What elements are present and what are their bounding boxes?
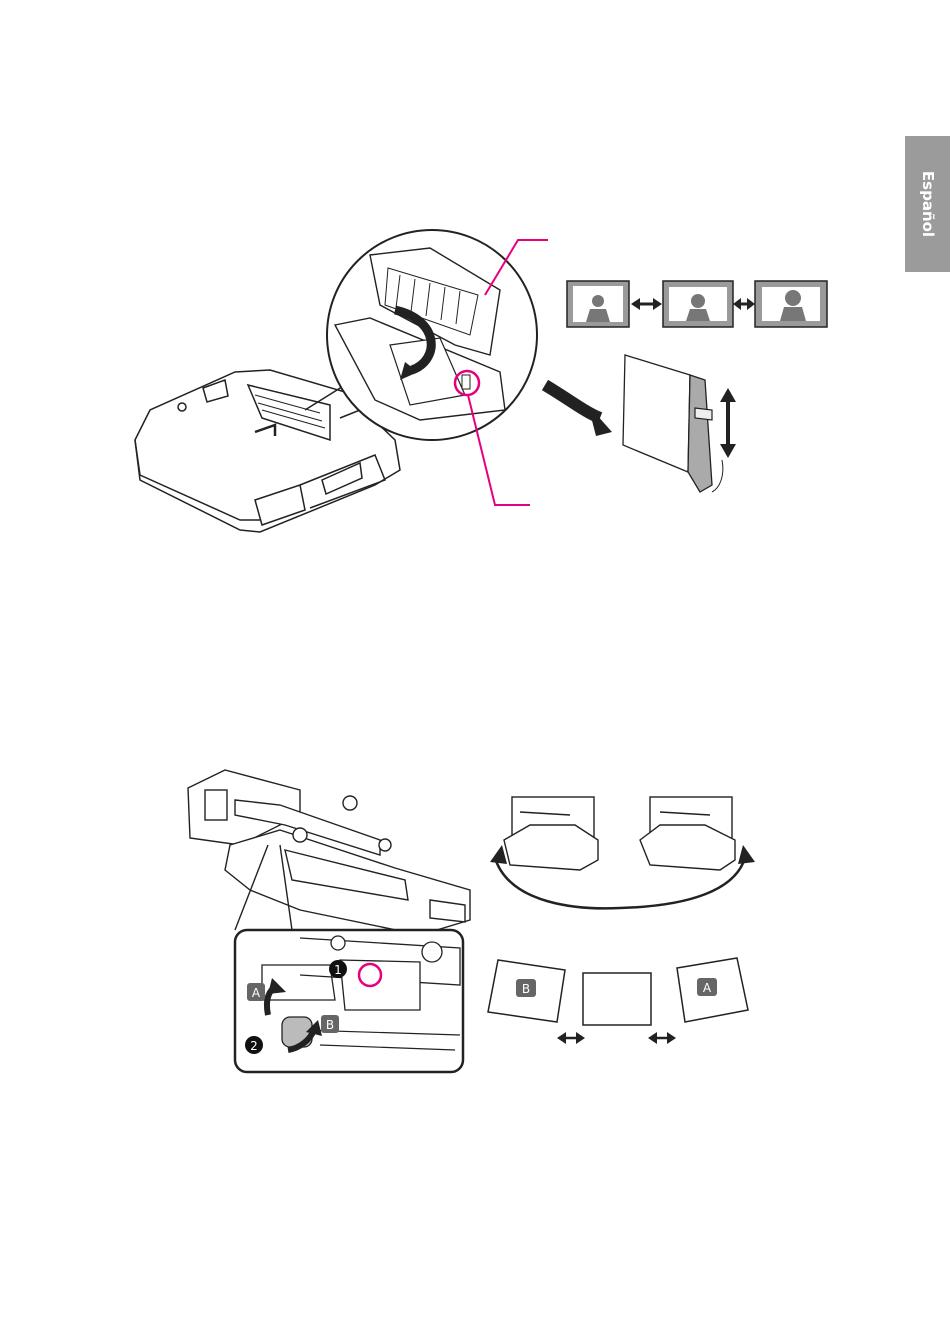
figure-filter-slider [0,0,950,600]
tag-b-inset-label: B [326,1018,334,1032]
step-1-badge [329,960,347,978]
step-2-label: 2 [250,1039,258,1053]
tag-a-inset [247,983,265,1001]
screen-right-label: A [703,981,712,995]
rotation-views [495,797,745,908]
screen-left-label: B [522,982,530,996]
tag-b-screen [516,979,536,997]
tag-b-inset [321,1015,339,1033]
screen-shift-sequence [488,958,748,1044]
step-1-label: 1 [334,963,342,977]
tag-a-inset-label: A [252,986,261,1000]
step-2-badge [245,1036,263,1054]
slider-closeup [623,355,736,492]
adjustment-inset [235,845,463,1072]
image-size-sequence [567,281,827,327]
tag-a-screen [697,978,717,996]
